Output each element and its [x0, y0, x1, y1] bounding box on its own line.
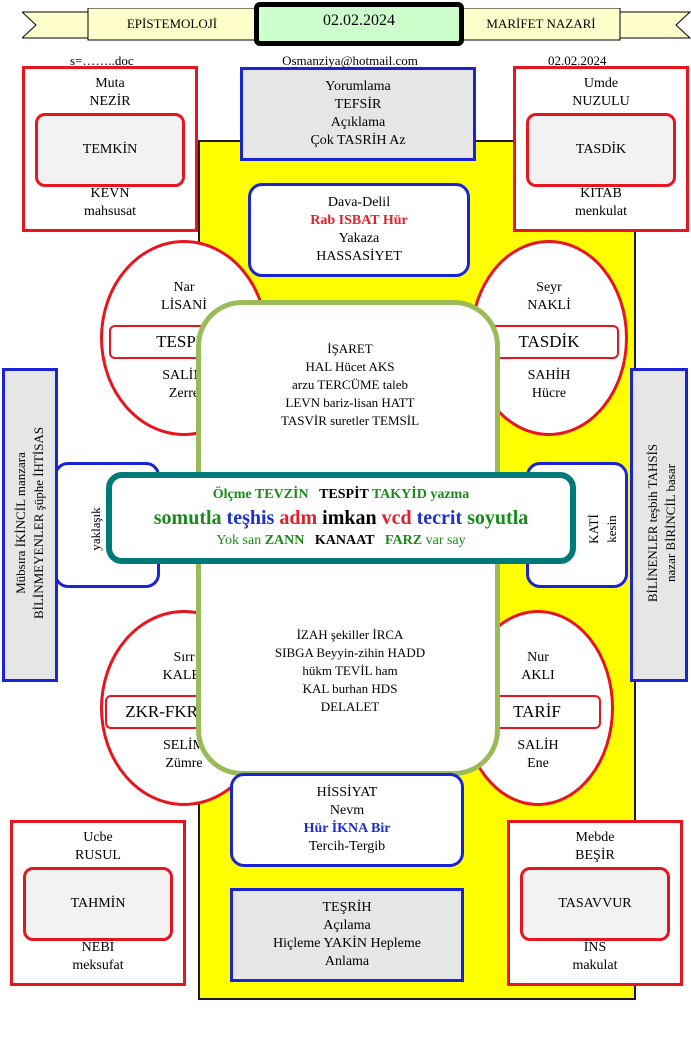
bilinenler-box: BİLİNENLER teşbih TAHSİS nazar BİRİNCİL … [630, 368, 688, 682]
banner-row-1: Ölçme TEVZİN TESPİT TAKYİD yazma [212, 487, 470, 502]
center-top-text: İŞARET HAL Hücet AKS arzu TERCÜME taleb … [280, 341, 420, 428]
olcme-banner: Ölçme TEVZİN TESPİT TAKYİD yazma somutla… [106, 472, 576, 564]
header-ribbon-right [462, 8, 691, 41]
header-date-box: 02.02.2024 [254, 2, 464, 46]
temkin-box: TEMKİN [35, 113, 185, 187]
hissiyat-box: HİSSİYAT Nevm Hür İKNA Bir Tercih-Tergib [230, 773, 464, 867]
tasdik-pill: TASDİK [479, 325, 619, 359]
tasdik-box-top: TASDİK [526, 113, 676, 187]
header-left-label: EPİSTEMOLOJİ [126, 16, 218, 31]
header-ribbon-left [22, 8, 257, 41]
header-date: 02.02.2024 [323, 12, 395, 29]
corner-box-besir: Mebde BEŞİR TASAVVUR İNS makulat [507, 820, 683, 986]
tasavvur-box: TASAVVUR [520, 867, 670, 941]
corner-box-nezir: Muta NEZİR TEMKİN KEVN mahsusat [22, 66, 198, 232]
center-bottom-text: İZAH şekiller İRCA SIBGA Beyyin-zihin HA… [274, 627, 426, 714]
corner-box-rusul: Ucbe RUSUL TAHMİN NEBİ meksufat [10, 820, 186, 986]
tefsir-box: Yorumlama TEFSİR Açıklama Çok TASRİH Az [240, 67, 476, 161]
banner-row-2: somutla teşhis adm imkan vcd tecrit soyu… [153, 507, 529, 529]
header-right-sub: 02.02.2024 [548, 53, 607, 68]
bilinmeyenler-box: Mübsıra İKİNCİL manzara BİLİNMEYENLER şü… [2, 368, 58, 682]
header-left-sub: s=……..doc [70, 53, 134, 68]
teshrih-box: TEŞRİH Açılama Hiçleme YAKİN Hepleme Anl… [230, 888, 464, 982]
tahmin-box: TAHMİN [23, 867, 173, 941]
header-right-label: MARİFET NAZARİ [486, 16, 596, 31]
header-email: Osmanziya@hotmail.com [282, 53, 418, 68]
banner-row-3: Yok san ZANN KANAAT FARZ var say [216, 533, 466, 548]
corner-box-nuzulu: Umde NUZULU TASDİK KITAB menkulat [513, 66, 689, 232]
dava-box: Dava-Delil Rab ISBAT Hür Yakaza HASSASİY… [248, 183, 470, 277]
